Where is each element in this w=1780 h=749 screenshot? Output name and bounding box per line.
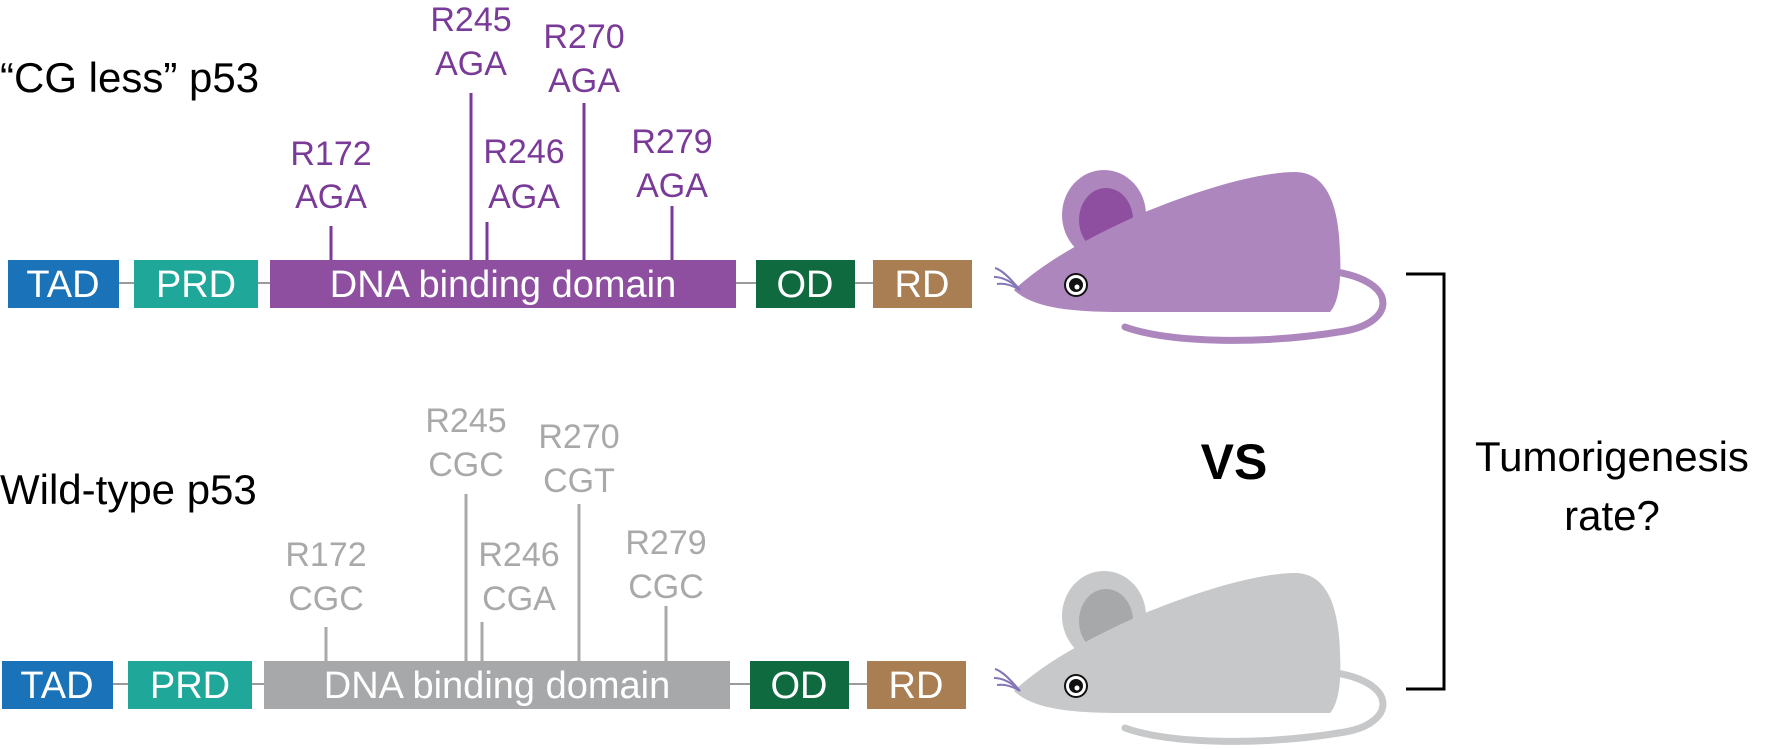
comparison-bracket [1406,272,1446,691]
domain-rd-label: RD [889,665,944,707]
site-residue-r279: R279 [625,524,706,562]
site-residue-r245: R245 [430,1,511,39]
domain-od-label: OD [777,264,834,306]
domain-od [756,260,855,308]
site-residue-r172: R172 [285,536,366,574]
site-lines [329,93,674,260]
question-line-1: Tumorigenesis [1475,433,1749,480]
domain-prd [134,260,258,308]
vs-label: VS [1201,434,1268,490]
site-codon-r270: CGT [543,462,615,500]
domain-rd-label: RD [895,264,950,306]
domain-od [750,661,849,709]
domain-dbd [270,260,736,308]
mouse-mutant-icon [993,170,1387,344]
site-labels: R172 AGA R245 AGA R246 AGA R270 AGA R279… [290,1,712,216]
site-codon-r279: AGA [636,167,708,205]
domain-rd [867,661,966,709]
domain-dbd-label: DNA binding domain [330,264,676,306]
site-codon-r172: AGA [295,178,367,216]
domain-prd-label: PRD [156,264,236,306]
site-residue-r279: R279 [631,123,712,161]
site-codon-r270: AGA [548,62,620,100]
site-residue-r172: R172 [290,135,371,173]
site-codon-r172: CGC [288,580,364,618]
site-codon-r246: CGA [482,580,556,618]
track-label-cg-less: “CG less” p53 [0,54,259,101]
site-codon-r245: CGC [428,446,504,484]
domain-prd-label: PRD [150,665,230,707]
domain-tad [2,661,113,709]
track-cg-less: “CG less” p53 R172 AGA R245 AGA R246 AGA… [0,1,972,308]
site-residue-r246: R246 [478,536,559,574]
domain-prd [128,661,252,709]
domain-dbd-label: DNA binding domain [324,665,670,707]
site-codon-r279: CGC [628,568,704,606]
site-residue-r270: R270 [543,18,624,56]
domain-tad-label: TAD [26,264,99,306]
mouse-wild-type-icon [993,571,1387,745]
site-lines [324,494,668,661]
domain-rd [873,260,972,308]
track-label-wild-type: Wild-type p53 [0,466,257,513]
site-codon-r246: AGA [488,178,560,216]
site-residue-r270: R270 [538,418,619,456]
site-codon-r245: AGA [435,45,507,83]
domain-tad [8,260,119,308]
track-wild-type: Wild-type p53 R172 CGC R245 CGC R246 CGA… [0,402,966,709]
domain-od-label: OD [771,665,828,707]
site-labels: R172 CGC R245 CGC R246 CGA R270 CGT R279… [285,402,706,618]
domain-dbd [264,661,730,709]
domain-tad-label: TAD [20,665,93,707]
site-residue-r246: R246 [483,133,564,171]
question-line-2: rate? [1564,492,1660,539]
site-residue-r245: R245 [425,402,506,440]
